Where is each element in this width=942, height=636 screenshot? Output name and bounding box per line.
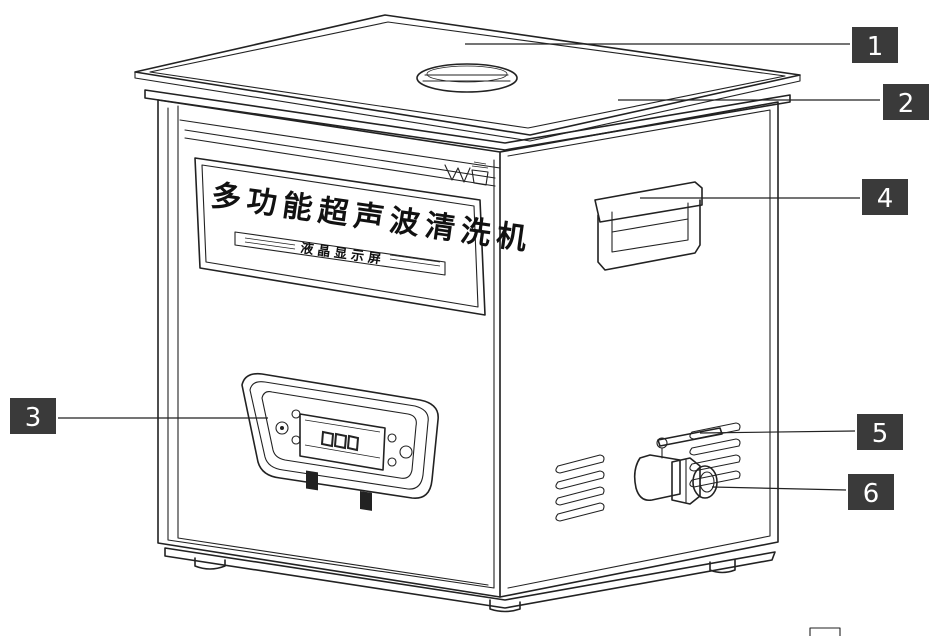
callout-number: 4 xyxy=(877,184,894,214)
lcd-control-panel xyxy=(241,372,439,511)
callout-number: 2 xyxy=(898,89,915,119)
callout-number: 6 xyxy=(863,479,880,509)
callout-number: 5 xyxy=(872,419,889,449)
vent-slots-left xyxy=(555,454,605,522)
callout-5: 5 xyxy=(857,414,903,450)
leader-line-6 xyxy=(711,486,847,491)
callout-6: 6 xyxy=(848,474,894,510)
leader-line-5 xyxy=(699,430,856,434)
callout-1: 1 xyxy=(852,27,898,63)
callout-number: 3 xyxy=(25,403,42,433)
wash-basket-icon xyxy=(444,161,489,186)
callout-2: 2 xyxy=(883,84,929,120)
callout-3: 3 xyxy=(10,398,56,434)
label-panel: 多功能超声波清洗机 液晶显示屏 xyxy=(184,129,535,316)
panel-subtitle: 液晶显示屏 xyxy=(299,240,385,268)
callout-number: 1 xyxy=(867,32,884,62)
leader-lines xyxy=(58,43,880,491)
machine-body xyxy=(144,89,791,613)
lid xyxy=(134,14,801,142)
vent-slots-right xyxy=(689,422,741,488)
drain-valve xyxy=(633,427,723,505)
callout-4: 4 xyxy=(862,179,908,215)
side-handle xyxy=(594,181,703,271)
